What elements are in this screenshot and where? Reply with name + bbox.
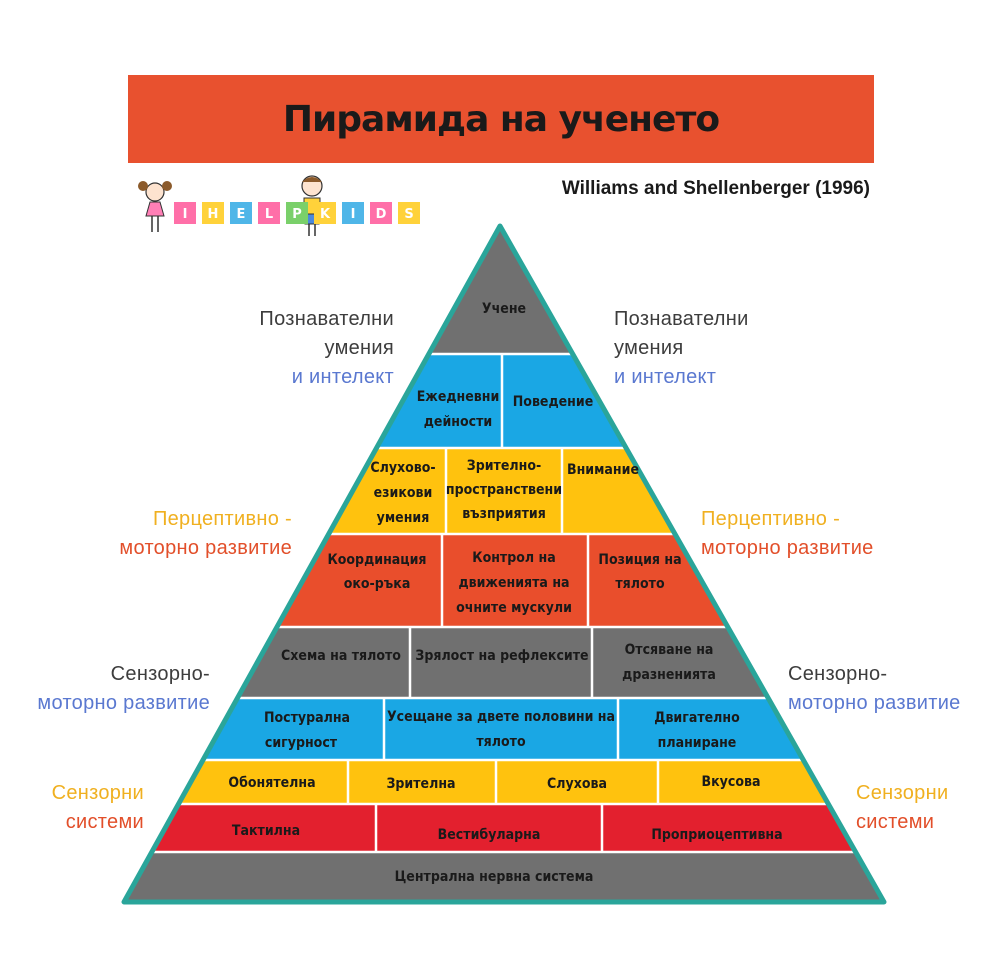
text-eye-hand-2: око-ръка [344,576,411,592]
text-eye-control-2: движенията на [458,575,569,591]
text-eye-control-3: очните мускули [456,600,572,616]
text-position-2: тялото [615,576,665,592]
block-bilateral [384,698,618,760]
text-auditory-3: умения [377,510,430,526]
block-learning [100,222,900,354]
text-proprioceptive: Проприоцептивна [651,827,782,843]
text-bilateral-1: Усещане за двете половини на [387,709,615,725]
text-filtering-1: Отсяване на [625,642,714,658]
text-attention: Внимание [567,462,639,478]
block-postural-security [100,698,384,760]
text-postural-2: сигурност [265,735,338,751]
text-eye-control-1: Контрол на [472,550,555,566]
text-visual-spatial-3: възприятия [462,506,546,522]
text-olfactory: Обонятелна [228,775,315,791]
text-vestibular: Вестибуларна [438,827,541,843]
block-taste [658,760,902,804]
text-postural-1: Постурална [264,710,350,726]
text-visual-spatial-1: Зрително- [467,458,541,474]
text-filtering-2: дразненията [622,667,716,683]
text-body-scheme: Схема на тялото [281,648,401,664]
text-behavior: Поведение [513,394,594,410]
text-position-1: Позиция на [598,552,681,568]
text-daily-2: дейности [424,414,493,430]
text-auditory-1: Слухово- [370,460,435,476]
text-motor-planning-1: Двигателно [654,710,740,726]
text-tactile: Тактилна [232,823,300,839]
text-hearing: Слухова [547,776,607,792]
text-taste: Вкусова [702,774,761,790]
text-bilateral-2: тялото [476,734,526,750]
text-auditory-2: езикови [374,485,433,501]
text-cns: Централна нервна система [395,869,594,885]
text-visual-spatial-2: пространствени [446,482,562,498]
text-eye-hand-1: Координация [327,552,426,568]
text-learning: Учене [482,301,526,317]
text-reflex: Зрялост на рефлексите [415,648,588,664]
block-attention [562,448,902,534]
text-visual: Зрителна [386,776,455,792]
text-daily-1: Ежедневни [417,389,500,405]
text-motor-planning-2: планиране [658,735,737,751]
